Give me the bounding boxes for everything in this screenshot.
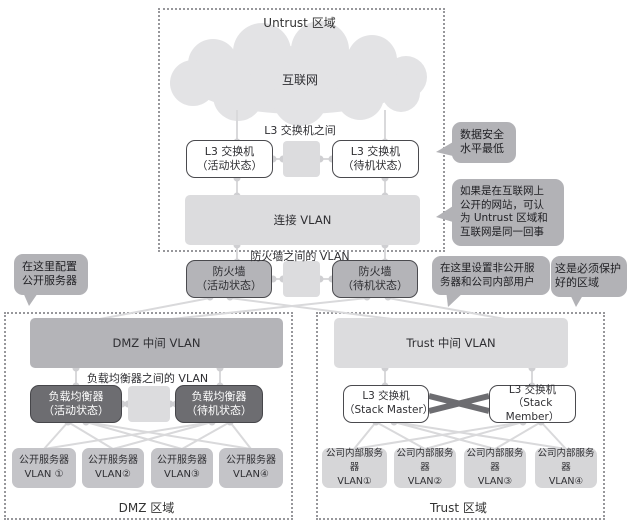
dmz-mid-vlan: DMZ 中间 VLAN bbox=[30, 318, 283, 368]
untrust-zone-border bbox=[158, 8, 445, 252]
callout-dmz-note: 在这里配置 公开服务器 bbox=[14, 254, 88, 295]
public-server-vlan4: 公开服务器 VLAN④ bbox=[219, 448, 283, 488]
load-balancer-active: 负载均衡器 （活动状态） bbox=[30, 385, 122, 423]
trust-zone-title: Trust 区域 bbox=[430, 501, 487, 515]
l3-switch-standby: L3 交换机 （待机状态） bbox=[332, 140, 419, 178]
callout-security-level: 数据安全 水平最低 bbox=[452, 122, 516, 163]
lb-vlan-label: 负载均衡器之间的 VLAN bbox=[86, 372, 209, 385]
public-server-vlan1: 公开服务器 VLAN ① bbox=[12, 448, 76, 488]
connect-vlan: 连接 VLAN bbox=[185, 195, 420, 245]
callout-untrust-note: 如果是在互联网上 公开的网站，可认 为 Untrust 区域和 互联网是同一回事 bbox=[452, 179, 564, 246]
internal-server-vlan3: 公司内部服务器 VLAN③ bbox=[464, 448, 526, 488]
firewall-interlink-vlan bbox=[283, 261, 320, 297]
internal-server-vlan4: 公司内部服务器 VLAN④ bbox=[535, 448, 597, 488]
internet-cloud bbox=[170, 21, 427, 126]
l3-vlan-label: L3 交换机之间 bbox=[264, 124, 336, 137]
public-server-vlan2: 公开服务器 VLAN② bbox=[82, 448, 144, 488]
firewall-standby: 防火墙 （待机状态） bbox=[332, 260, 418, 298]
internal-server-vlan1: 公司内部服务器 VLAN① bbox=[322, 448, 387, 488]
lb-interlink-vlan bbox=[128, 386, 170, 422]
public-server-vlan3: 公开服务器 VLAN③ bbox=[151, 448, 213, 488]
internet-label: 互联网 bbox=[281, 73, 318, 87]
trust-mid-vlan: Trust 中间 VLAN bbox=[334, 318, 568, 368]
load-balancer-standby: 负载均衡器 （待机状态） bbox=[175, 385, 263, 423]
trust-zone-border bbox=[316, 312, 605, 520]
stack-cables bbox=[428, 393, 490, 414]
l3-switch-stack-master: L3 交换机 （Stack Master） bbox=[343, 385, 433, 423]
callout-protect-note: 这是必须保护 好的区域 bbox=[551, 256, 627, 297]
l3-interlink-vlan bbox=[283, 141, 320, 177]
dmz-zone-border bbox=[4, 312, 293, 520]
callout-trust-note: 在这里设置非公开服 务器和公司内部用户 bbox=[432, 256, 550, 296]
untrust-zone-title: Untrust 区域 bbox=[263, 16, 336, 30]
dmz-zone-title: DMZ 区域 bbox=[118, 501, 175, 515]
internal-server-vlan2: 公司内部服务器 VLAN② bbox=[394, 448, 456, 488]
firewall-vlan-label: 防火墙之间的 VLAN bbox=[250, 250, 350, 263]
l3-switch-active: L3 交换机 （活动状态） bbox=[186, 140, 273, 178]
l3-switch-stack-member: L3 交换机 （Stack Member） bbox=[489, 384, 576, 423]
firewall-active: 防火墙 （活动状态） bbox=[186, 260, 272, 298]
